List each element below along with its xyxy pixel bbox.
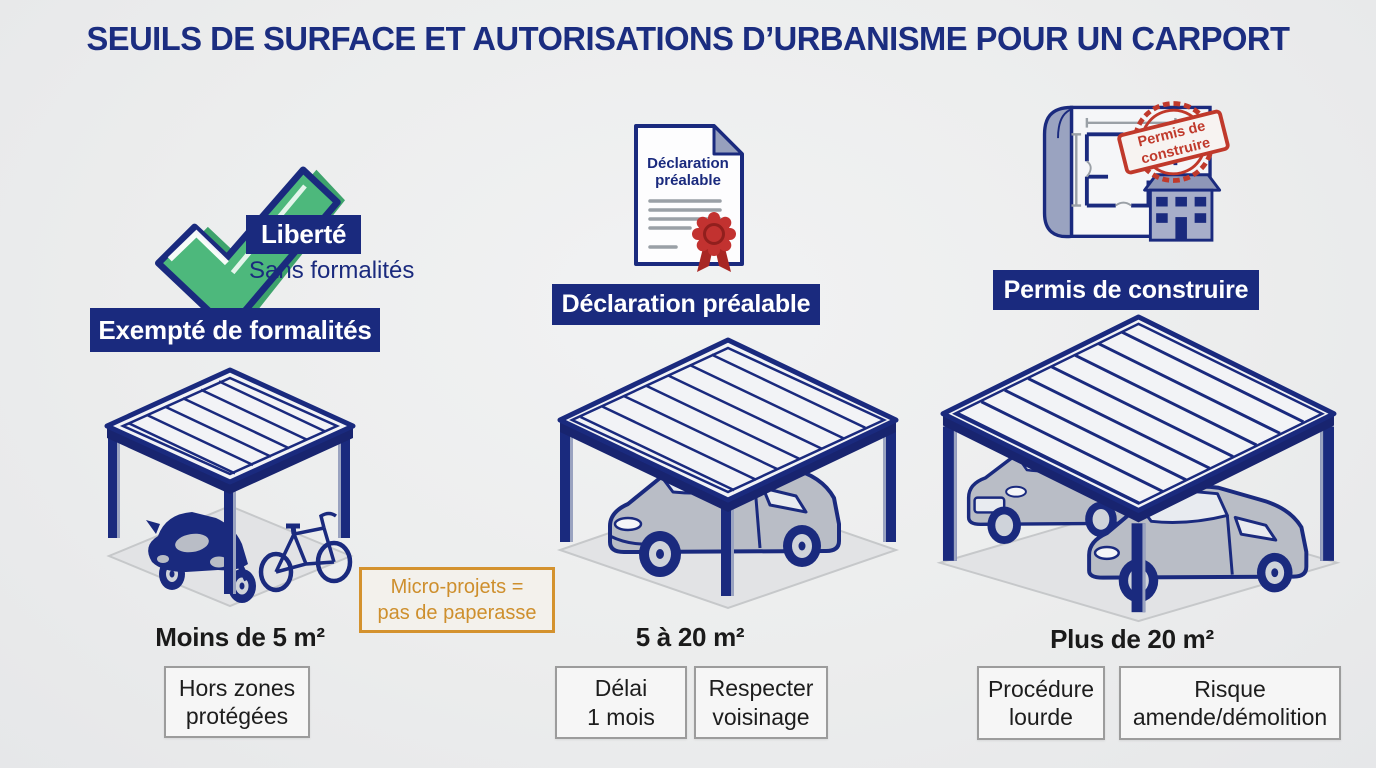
carport-large-illustration — [936, 314, 1341, 623]
carport-medium-illustration — [556, 337, 900, 610]
carport-posts — [560, 422, 896, 542]
callout-micro-projects: Micro-projets = pas de paperasse — [359, 567, 555, 633]
blueprint-icon: Permis de construire — [1042, 101, 1230, 242]
scroll-curl — [1042, 105, 1074, 239]
carport-posts — [108, 428, 350, 538]
roof-slats — [957, 330, 1305, 505]
carport-roof — [104, 367, 356, 485]
note-risque: Risque amende/démolition — [1119, 666, 1341, 740]
carport-posts — [942, 426, 1334, 561]
stamp-icon: Permis de construire — [1117, 101, 1230, 183]
exempt-header-label: Exempté de formalités — [98, 314, 372, 345]
carport-front-post — [1131, 523, 1146, 613]
carport-roof — [557, 337, 899, 503]
threshold-5-20: 5 à 20 m² — [635, 622, 745, 652]
page-title: SEUILS DE SURFACE ET AUTORISATIONS D’URB… — [86, 20, 1290, 57]
document-title-line2: préalable — [655, 172, 721, 189]
exempt-header-badge: Exempté de formalités — [90, 308, 380, 352]
permit-header-label: Permis de construire — [1003, 275, 1249, 304]
carport-roof — [940, 314, 1337, 513]
document-icon: Déclaration préalable — [634, 124, 744, 272]
liberte-badge: Liberté — [246, 215, 362, 254]
folded-corner — [712, 124, 744, 156]
declaration-header-label: Déclaration préalable — [561, 290, 811, 318]
carport-small-illustration — [104, 367, 356, 608]
bicycle-icon — [258, 511, 353, 593]
note-hors-zones: Hors zones protégées — [164, 666, 310, 738]
house-icon — [1143, 173, 1222, 242]
threshold-over-20: Plus de 20 m² — [1050, 624, 1214, 654]
sans-formalites-label: Sans formalités — [249, 257, 415, 284]
threshold-under-5: Moins de 5 m² — [155, 622, 325, 652]
carport-front-post — [721, 502, 734, 596]
roof-slats — [580, 353, 866, 492]
permit-header-badge: Permis de construire — [993, 270, 1259, 310]
declaration-header-badge: Déclaration préalable — [552, 284, 820, 325]
seal-icon — [692, 212, 736, 272]
dimension-lines — [1071, 117, 1177, 207]
document-title-line1: Déclaration — [647, 155, 729, 172]
note-delai: Délai 1 mois — [555, 666, 687, 739]
note-voisinage: Respecter voisinage — [694, 666, 828, 739]
roof-slats — [128, 380, 326, 475]
liberte-badge-label: Liberté — [261, 219, 347, 249]
carport-front-post — [224, 482, 236, 594]
note-procedure: Procédure lourde — [977, 666, 1105, 740]
